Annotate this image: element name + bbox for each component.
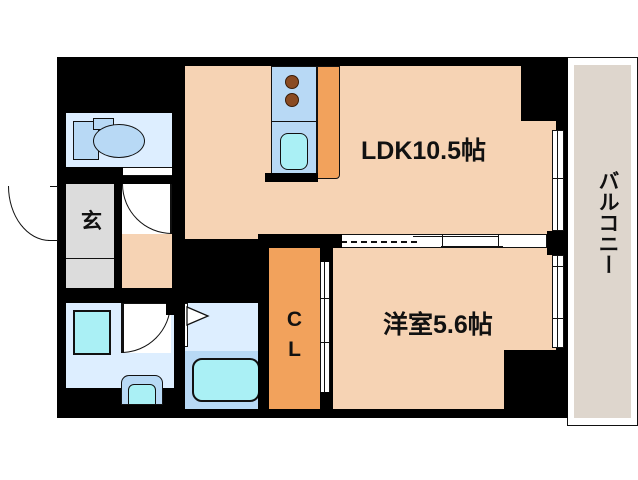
wall-bathroom-bottom — [178, 409, 268, 418]
washing-machine-space — [73, 310, 111, 355]
balcony-area — [574, 65, 631, 418]
genkan-step-line — [66, 258, 121, 260]
ldk-room-notch — [521, 121, 556, 239]
partition-mullion-a — [442, 234, 444, 248]
kitchen-counter-sill — [265, 173, 318, 182]
closet-area — [269, 246, 320, 409]
stove-burner-rear — [285, 93, 299, 107]
stove-burner-front — [285, 75, 299, 89]
bedroom-label: 洋室5.6帖 — [383, 311, 493, 339]
wall-genkan-right — [114, 184, 122, 296]
partition-sash-a — [413, 236, 499, 238]
bathroom-door-fold-icon — [186, 306, 210, 326]
wall-closet-right-lower — [320, 392, 333, 409]
bedroom-room-notch — [521, 246, 556, 350]
wall-bedroom-notch — [504, 350, 556, 409]
ldk-sash-pull — [552, 178, 564, 180]
front-door-swing-arc — [8, 186, 50, 241]
washbasin-bowl — [128, 384, 156, 405]
bedroom-sash-pull-top — [552, 266, 564, 268]
partition-sash-b — [441, 246, 503, 248]
ldk-label: LDK10.5帖 — [361, 137, 487, 165]
ldk-sash-rail — [557, 130, 559, 231]
closet-door-rail — [324, 260, 326, 395]
genkan-label: 玄 — [81, 210, 102, 233]
wall-toilet-bottom — [57, 167, 123, 184]
wall-sash-divider — [547, 231, 568, 255]
closet-door-pull-upper — [320, 298, 330, 300]
partition-dashed-track — [341, 241, 417, 243]
closet-door-pull-lower — [320, 342, 330, 344]
wall-closet-left — [258, 237, 269, 409]
bathroom-area — [185, 303, 267, 351]
closet-label-l: L — [288, 338, 301, 362]
wall-washroom-bottom — [57, 388, 121, 418]
wall-ldk-notch — [521, 66, 556, 121]
bedroom-room — [333, 246, 521, 409]
sink-basin — [280, 133, 308, 170]
balcony-label: バルコニー — [596, 170, 619, 275]
toilet-bowl — [93, 124, 145, 158]
bedroom-sash-pull-bottom — [552, 318, 564, 320]
kitchen-counter-divider — [271, 121, 317, 123]
washroom-door-leaf[interactable] — [121, 303, 124, 353]
wall-hall-bottom — [57, 288, 178, 303]
ldk-room — [185, 66, 521, 239]
hall-door-leaf[interactable] — [170, 184, 173, 234]
wall-above-closet — [258, 234, 342, 248]
bedroom-sash-rail — [557, 255, 559, 348]
wall-closet-right — [320, 246, 333, 262]
partition-mullion-b — [498, 234, 500, 248]
wall-hall-ldk — [172, 66, 185, 298]
wall-washroom-bathroom — [174, 296, 185, 409]
kitchen-cabinet-column — [317, 66, 340, 179]
closet-label-c: C — [286, 308, 303, 331]
bathtub-fixture — [192, 358, 260, 402]
closet-label: C L — [269, 305, 320, 366]
toilet-door[interactable] — [122, 167, 178, 176]
